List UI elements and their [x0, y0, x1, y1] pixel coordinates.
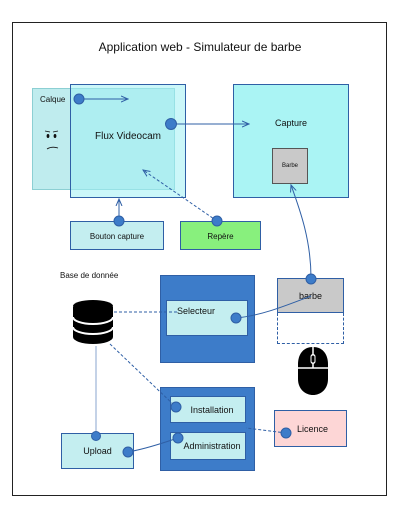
installation-label: Installation [190, 404, 234, 415]
bouton-capture-box: Bouton capture [70, 221, 164, 250]
upload-box: Upload [61, 433, 134, 469]
installation-box: Installation [170, 396, 246, 423]
database-icon [72, 299, 114, 345]
selecteur-box: Selecteur [166, 300, 248, 336]
capture-label: Capture [274, 118, 308, 128]
selecteur-label: Selecteur [177, 306, 216, 316]
barbe-thumbnail-label: Barbe [281, 163, 298, 169]
licence-box: Licence [274, 410, 347, 447]
barbe-label: barbe [298, 290, 323, 301]
administration-label: Administration [183, 441, 241, 451]
licence-label: Licence [296, 423, 329, 434]
diagram-title: Application web - Simulateur de barbe [98, 40, 302, 54]
flux-videocam-label: Flux Videocam [95, 130, 161, 142]
barbe-thumbnail: Barbe [272, 148, 308, 184]
database-label: Base de donnée [60, 271, 119, 280]
mouse-icon [297, 346, 329, 396]
upload-label: Upload [83, 446, 112, 456]
calque-label: Calque [40, 95, 66, 104]
barbe-box: barbe [277, 278, 344, 313]
administration-box: Administration [170, 432, 246, 460]
repere-label: Repère [207, 232, 234, 241]
bouton-capture-label: Bouton capture [89, 232, 145, 241]
flux-videocam-box: Flux Videocam [70, 84, 186, 198]
face-icon [44, 128, 60, 152]
barbe-dotted-area [277, 313, 344, 344]
repere-box: Repère [180, 221, 261, 250]
